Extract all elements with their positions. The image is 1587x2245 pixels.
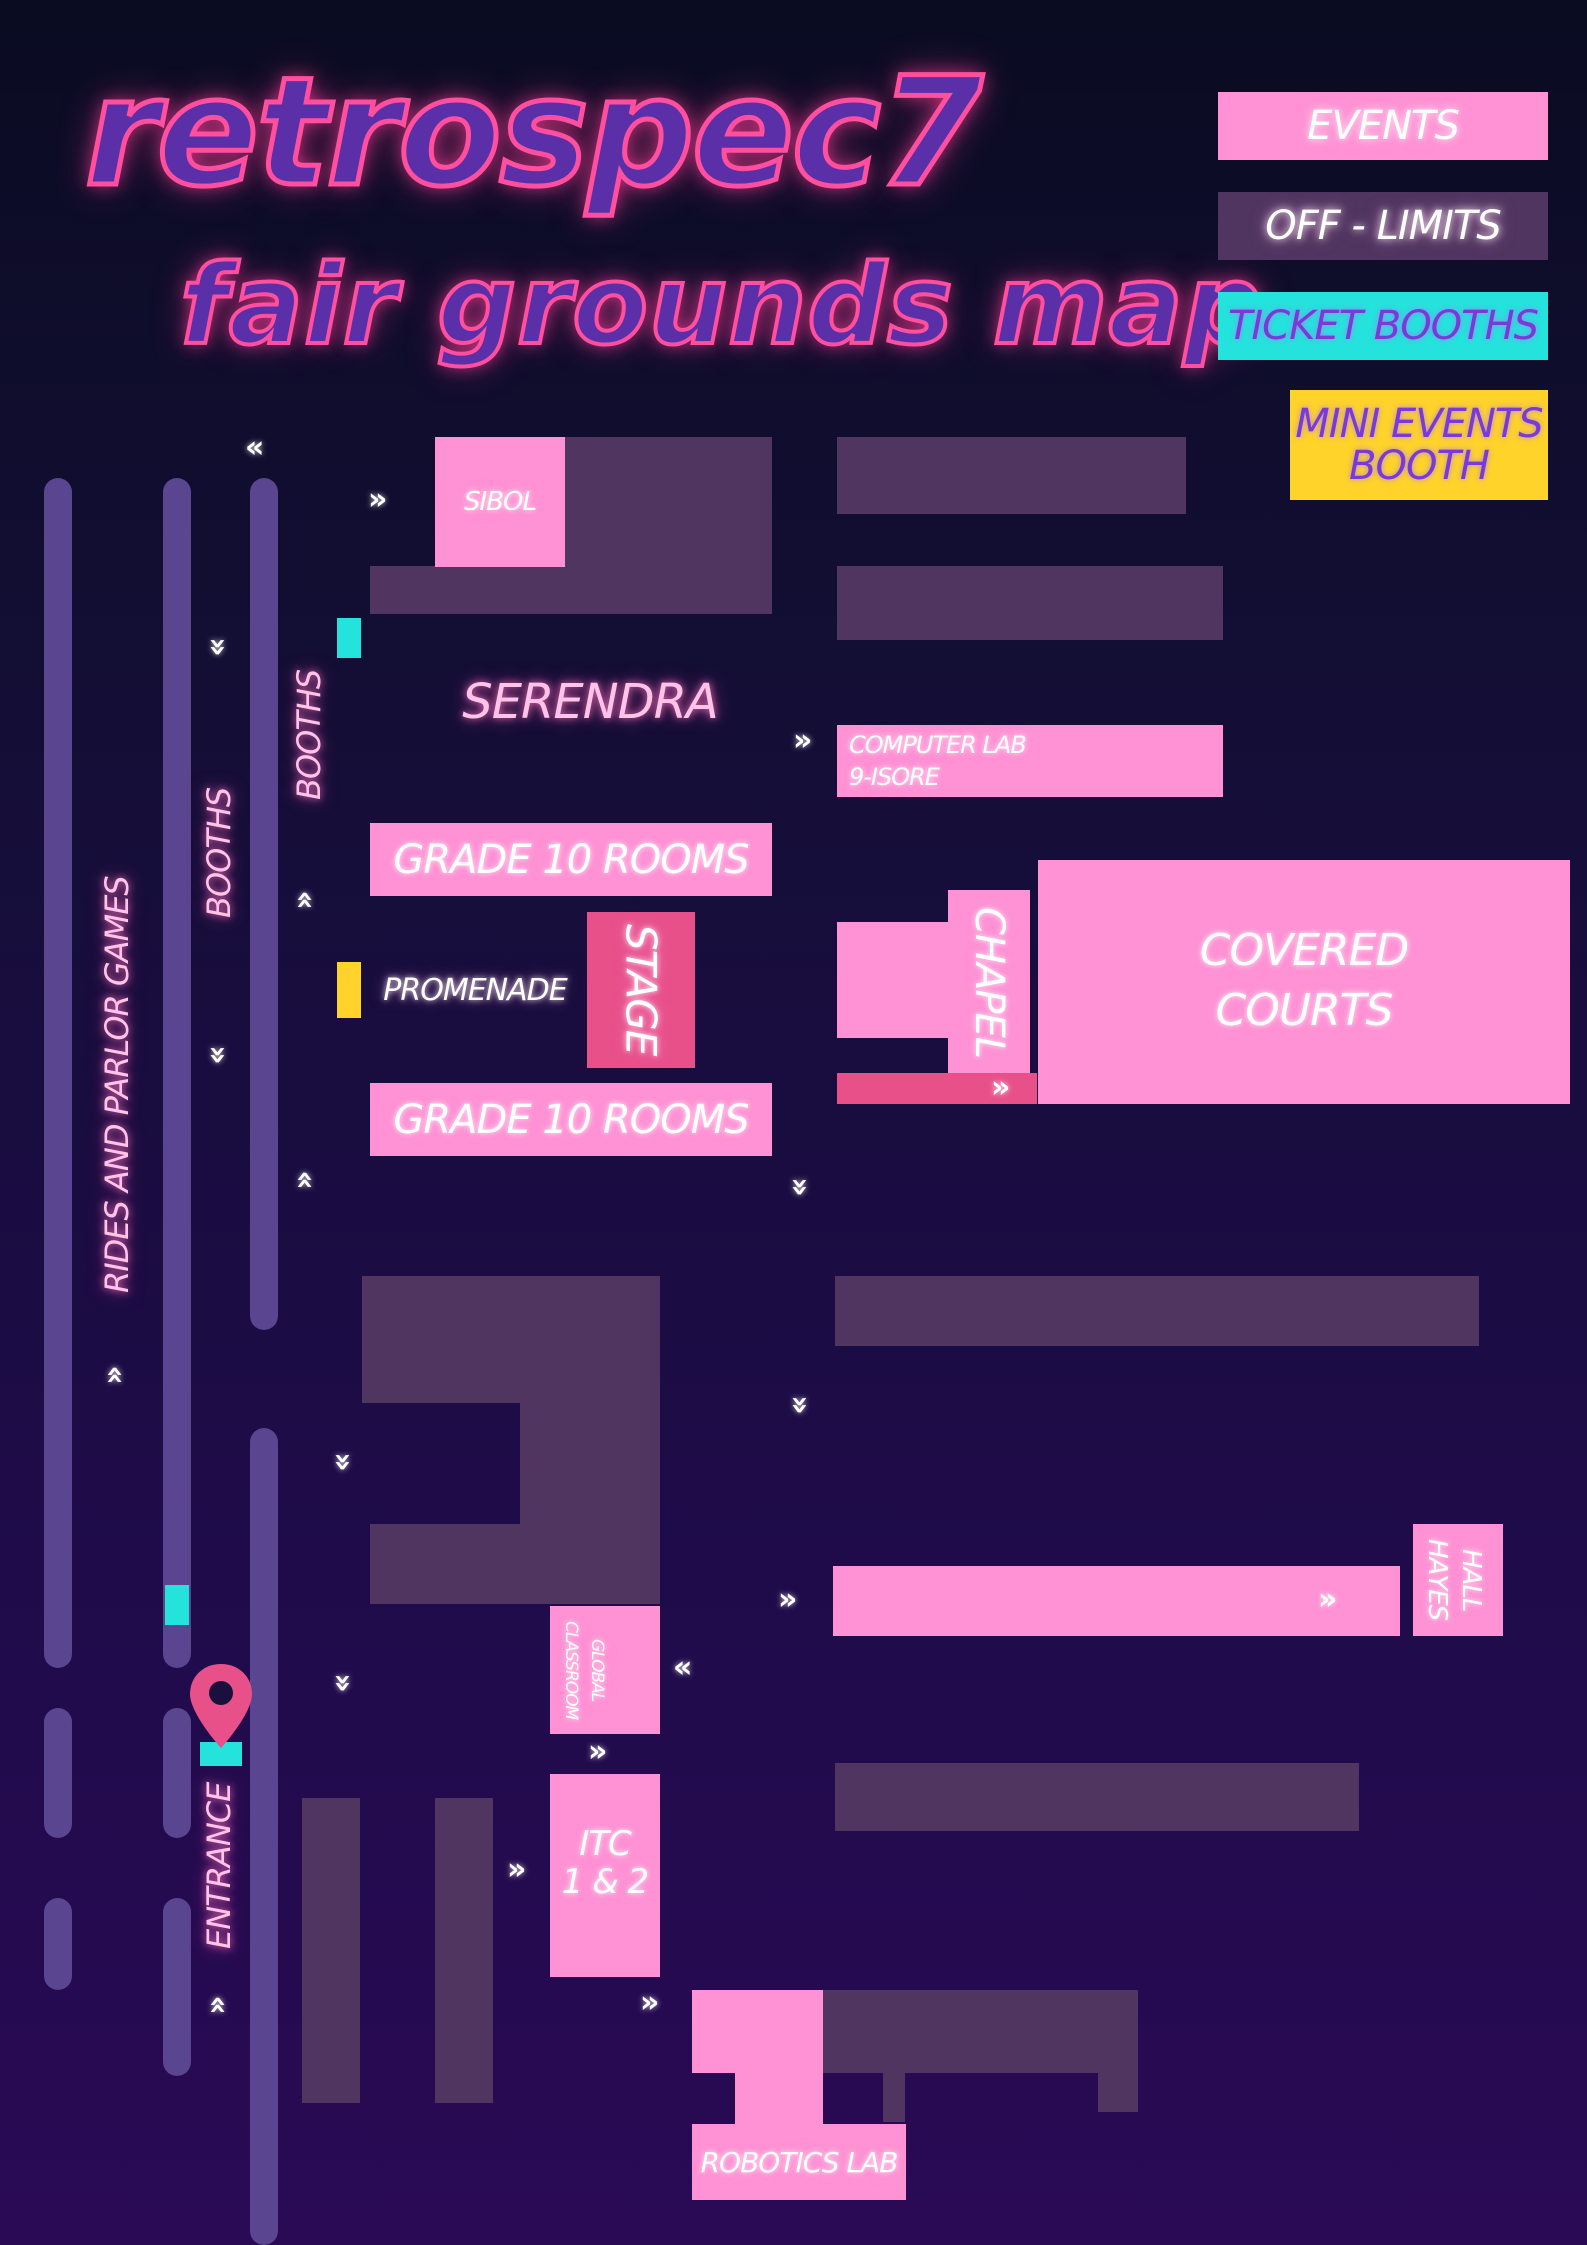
chevron-arrow-icon: « [245, 430, 265, 465]
chevron-arrow-icon: » [368, 482, 388, 517]
chevron-arrow-icon: » [96, 1365, 132, 1385]
lane-booths-outer-segment [163, 1898, 191, 2076]
area-covered-courts: COVERED COURTS [1038, 860, 1570, 1104]
lane-label-entrance: ENTRANCE [200, 1782, 238, 1950]
chevron-arrow-icon: » [200, 1045, 236, 1065]
off-limits-block [370, 566, 772, 614]
lane-rides-segment [44, 1708, 72, 1838]
ticket-booth [337, 618, 361, 658]
legend-ticket-booths: TICKET BOOTHS [1218, 292, 1548, 360]
area-sibol: SIBOL [435, 437, 565, 567]
off-limits-block [520, 1400, 660, 1524]
area-itc-line1: ITC [579, 1824, 632, 1864]
lane-booths-outer-segment [163, 1708, 191, 1838]
area-serendra: SERENDRA [462, 674, 719, 730]
location-pin-icon [190, 1664, 252, 1748]
chevron-arrow-icon: » [778, 1582, 798, 1617]
off-limits-block [837, 566, 1223, 640]
robotics-lab-annex [735, 2070, 823, 2126]
area-grade10-rooms-bottom: GRADE 10 ROOMS [370, 1083, 772, 1156]
legend-off-limits: OFF - LIMITS [1218, 192, 1548, 260]
lane-booths-inner [250, 478, 278, 1330]
area-robotics-lab: ROBOTICS LAB [692, 2124, 906, 2200]
area-covered-courts-line2: COURTS [1215, 984, 1394, 1036]
off-limits-block [370, 1524, 660, 1604]
off-limits-block [835, 1276, 1479, 1346]
area-global-classroom-line2: CLASSROOM [561, 1620, 581, 1720]
off-limits-block [565, 437, 772, 567]
chevron-arrow-icon: » [1318, 1582, 1338, 1617]
area-itc-line2: 1 & 2 [561, 1862, 649, 1902]
chevron-arrow-icon: » [286, 890, 322, 910]
chevron-arrow-icon: » [507, 1852, 527, 1887]
lane-label-booths-inner: BOOTHS [290, 669, 328, 801]
legend-mini-events-booth: MINI EVENTS BOOTH [1290, 390, 1548, 500]
area-covered-courts-line1: COVERED [1199, 924, 1410, 976]
chevron-arrow-icon: » [588, 1734, 608, 1769]
off-limits-block [435, 1798, 493, 2103]
area-stage-label: STAGE [616, 924, 666, 1056]
area-computer-lab: COMPUTER LAB 9-ISORE [837, 725, 1223, 797]
lane-booths-outer [163, 478, 191, 1668]
chevron-arrow-icon: » [782, 1395, 818, 1415]
chapel-walkway [837, 1073, 1037, 1104]
area-hayes-hall-line2: HALL [1456, 1548, 1486, 1612]
off-limits-block [837, 437, 1186, 514]
area-promenade: PROMENADE [383, 972, 567, 1008]
chevron-arrow-icon: » [793, 723, 813, 758]
off-limits-block [883, 2070, 905, 2122]
lane-rides-segment [44, 1898, 72, 1990]
lane-label-booths-outer: BOOTHS [200, 787, 238, 919]
chevron-arrow-icon: » [782, 1177, 818, 1197]
events-corridor [833, 1566, 1400, 1636]
chevron-arrow-icon: « [673, 1650, 693, 1685]
area-chapel: CHAPEL [948, 890, 1030, 1076]
chevron-arrow-icon: » [640, 1985, 660, 2020]
area-stage: STAGE [587, 912, 695, 1068]
area-global-classroom: GLOBAL CLASSROOM [550, 1606, 660, 1734]
off-limits-block [835, 1763, 1359, 1831]
legend-events: EVENTS [1218, 92, 1548, 160]
map-title-line1: retrospec7 [82, 46, 985, 220]
off-limits-block [302, 1798, 360, 2103]
area-computer-lab-sub: 9-ISORE [849, 763, 940, 791]
area-hayes-hall: HAYES HALL [1413, 1524, 1503, 1636]
lane-main [250, 1428, 278, 2245]
chevron-arrow-icon: » [325, 1452, 361, 1472]
chapel-annex [837, 922, 949, 1038]
area-itc: ITC 1 & 2 [550, 1774, 660, 1977]
area-hayes-hall-line1: HAYES [1422, 1539, 1452, 1621]
chevron-arrow-icon: » [991, 1070, 1011, 1105]
chevron-arrow-icon: » [325, 1673, 361, 1693]
area-grade10-rooms-top: GRADE 10 ROOMS [370, 823, 772, 896]
off-limits-block [362, 1276, 660, 1403]
robotics-lab-annex [692, 1990, 823, 2073]
off-limits-block [1098, 2070, 1138, 2112]
chevron-arrow-icon: » [200, 637, 236, 657]
chevron-arrow-icon: » [199, 1995, 235, 2015]
area-global-classroom-line1: GLOBAL [587, 1638, 607, 1702]
lane-label-rides: RIDES AND PARLOR GAMES [98, 876, 136, 1294]
map-title-line2: fair grounds map [178, 241, 1265, 369]
area-chapel-label: CHAPEL [966, 907, 1012, 1059]
ticket-booth [165, 1585, 189, 1625]
chevron-arrow-icon: » [286, 1170, 322, 1190]
mini-events-booth [337, 962, 361, 1018]
area-computer-lab-label: COMPUTER LAB [849, 731, 1027, 759]
lane-rides [44, 478, 72, 1668]
off-limits-block [823, 1990, 1138, 2073]
